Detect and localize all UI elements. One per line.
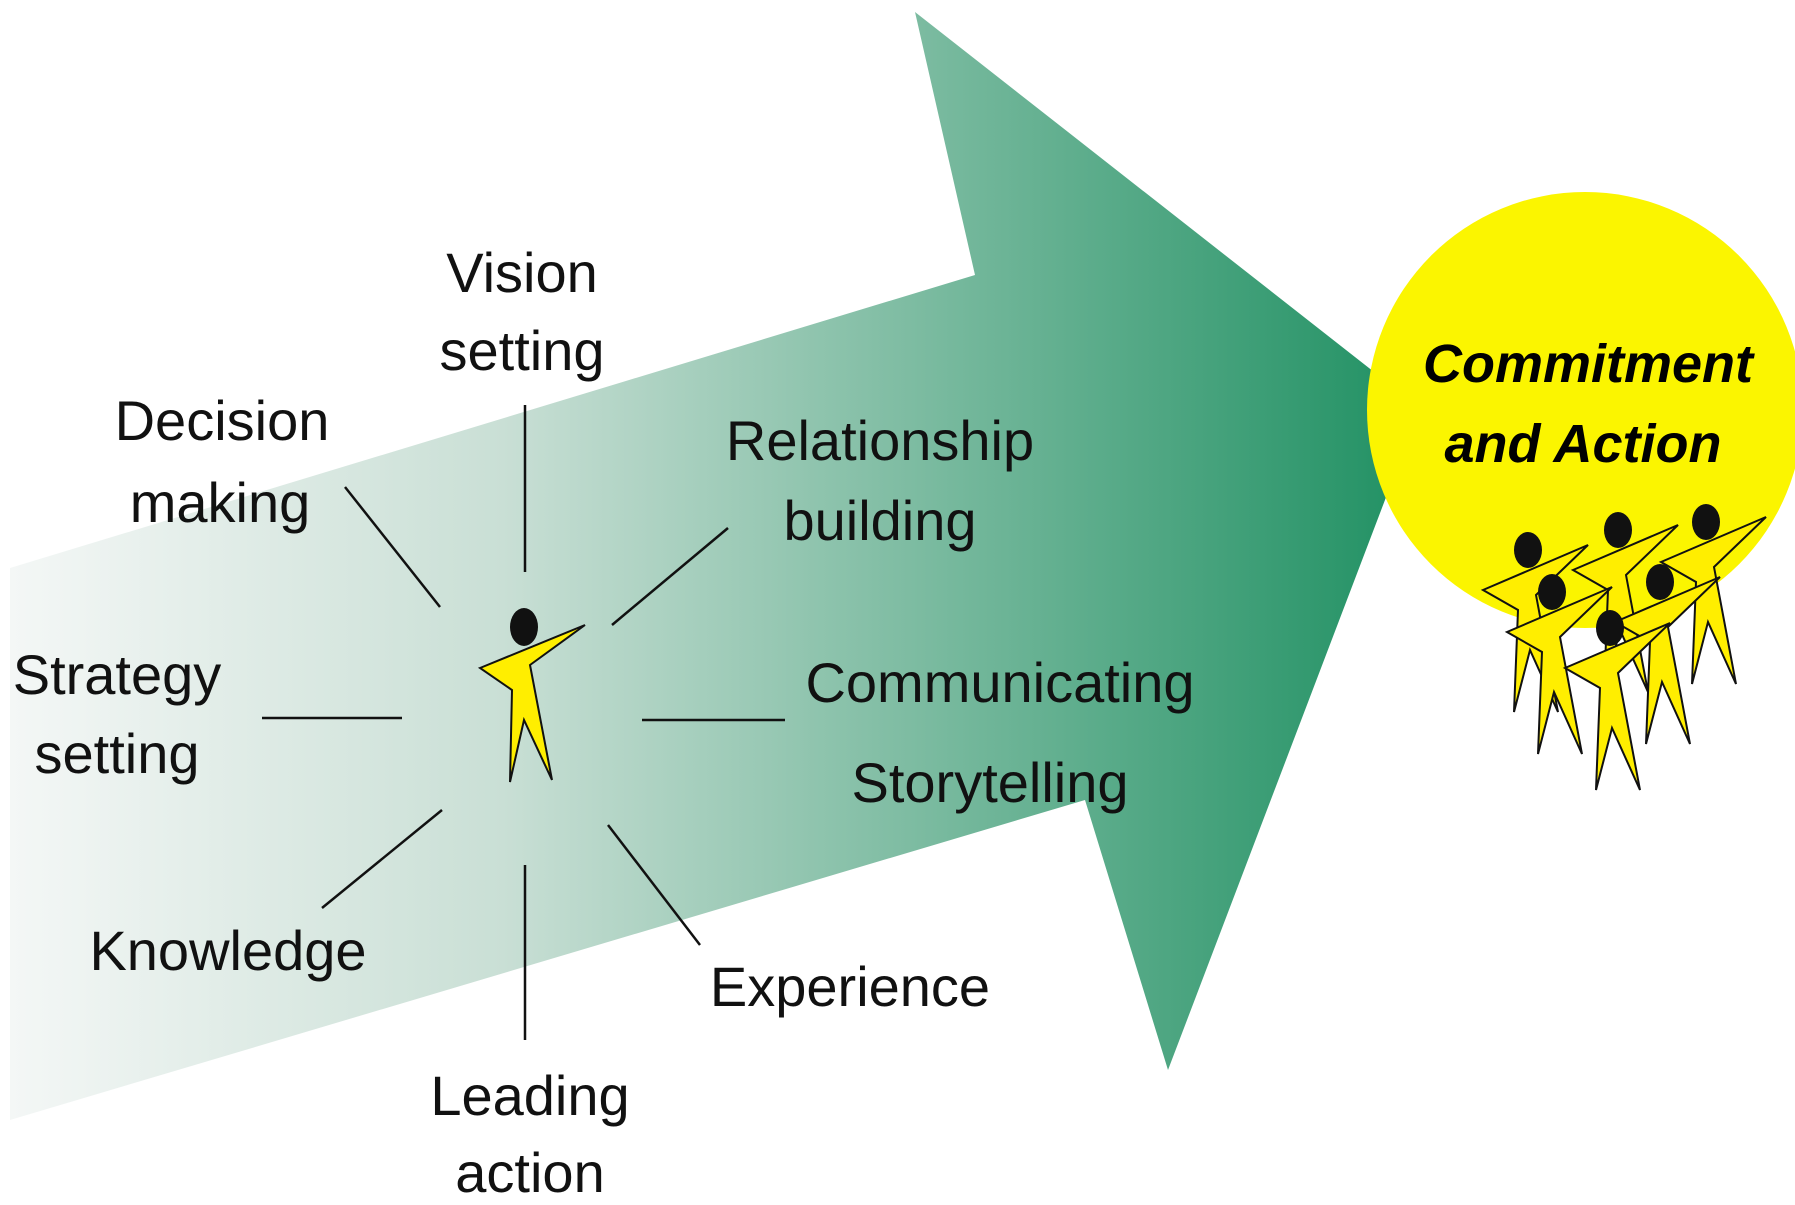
line-relationship	[611, 527, 729, 626]
label-knowledge: Knowledge	[89, 919, 366, 982]
goal-circle	[1367, 192, 1795, 628]
line-experience	[607, 824, 701, 946]
leader-person-icon	[477, 608, 586, 783]
group-person-icon	[1562, 610, 1671, 791]
goal-line-1: Commitment	[1423, 334, 1755, 394]
progress-arrow	[10, 12, 1420, 1120]
group-person-icon	[1612, 564, 1721, 745]
label-decision-2: making	[130, 471, 311, 534]
label-vision-1: Vision	[446, 241, 598, 304]
line-decision	[344, 486, 441, 608]
people-group-icon	[1480, 504, 1767, 791]
line-knowledge	[321, 809, 443, 909]
group-person-icon	[1504, 574, 1613, 755]
group-person-icon	[1570, 512, 1679, 693]
label-experience: Experience	[710, 955, 990, 1018]
label-relationship-2: building	[783, 489, 976, 552]
label-strategy-1: Strategy	[13, 643, 222, 706]
label-strategy-2: setting	[35, 722, 200, 785]
label-decision-1: Decision	[115, 389, 330, 452]
connector-lines	[262, 405, 785, 1040]
goal-line-2: and Action	[1445, 414, 1722, 474]
label-storytelling: Storytelling	[851, 751, 1128, 814]
label-leading-2: action	[455, 1141, 604, 1200]
label-relationship-1: Relationship	[726, 409, 1034, 472]
label-leading-1: Leading	[430, 1064, 629, 1127]
label-vision-2: setting	[440, 319, 605, 382]
label-communicating: Communicating	[805, 651, 1194, 714]
